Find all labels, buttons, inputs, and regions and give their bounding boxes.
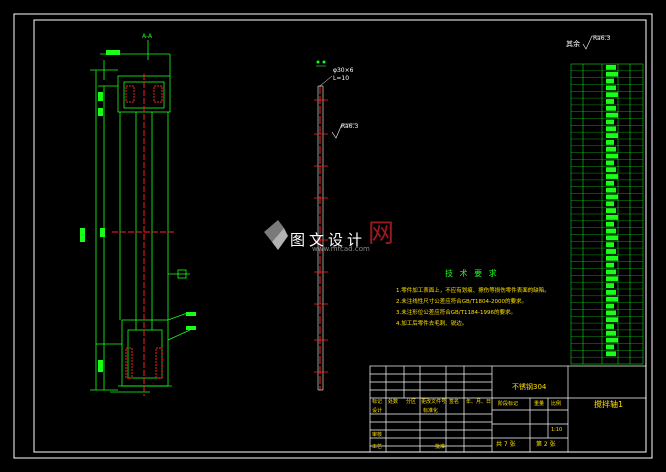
- watermark-logo: 网: [264, 219, 394, 250]
- tech-req-title: 技 术 要 求: [445, 269, 499, 278]
- main-view-labels: [80, 50, 196, 372]
- outer-frame: [13, 13, 653, 459]
- stage-label: 阶段标记: [498, 401, 519, 407]
- table-cell-mark: [606, 119, 614, 125]
- standardization-label: 标准化: [423, 408, 439, 414]
- header-zone: 分区: [406, 399, 417, 405]
- table-cell-mark: [606, 324, 614, 329]
- table-cell-mark: [606, 146, 616, 152]
- header-count: 处数: [388, 399, 399, 405]
- table-cell-mark: [606, 201, 614, 207]
- shaft-view: [314, 60, 356, 391]
- review-label: 审核: [372, 432, 383, 438]
- table-cell-mark: [606, 112, 618, 118]
- table-cell-mark: [606, 174, 618, 179]
- table-cell-mark: [606, 255, 618, 261]
- roughness-value: Ra6.3: [593, 35, 611, 42]
- table-cell-mark: [606, 215, 618, 220]
- scale-label: 比例: [551, 401, 562, 407]
- table-cell-mark: [606, 330, 616, 336]
- material-label: 不锈钢304: [512, 383, 547, 391]
- scale-value: 1:10: [551, 427, 563, 433]
- spline-spec-line1: φ30×6: [333, 67, 354, 74]
- table-cell-mark: [606, 71, 618, 77]
- header-date: 年、月、日: [466, 399, 492, 405]
- table-cell-mark: [606, 92, 618, 98]
- table-cell-mark: [606, 140, 614, 145]
- roughness-symbol: [582, 35, 610, 50]
- svg-text:网: 网: [368, 219, 394, 249]
- tech-req-item-1: 1.零件加工表面上，不应有划痕、擦伤等损伤零件表面的缺陷。: [396, 288, 550, 294]
- header-change-doc: 更改文件号: [421, 399, 447, 405]
- table-cell-mark: [606, 317, 618, 323]
- spline-spec-line2: L=10: [333, 75, 350, 82]
- table-cell-mark: [606, 85, 616, 91]
- main-view: [90, 40, 191, 393]
- table-cell-mark: [606, 133, 618, 138]
- table-cell-mark: [606, 187, 616, 193]
- table-cell-mark: [606, 208, 616, 213]
- table-cell-mark: [606, 153, 618, 159]
- table-cell-mark: [606, 99, 614, 104]
- table-cell-mark: [606, 303, 614, 309]
- table-cell-mark: [606, 228, 616, 234]
- watermark-url: www.mfcad.com: [312, 245, 370, 253]
- table-cell-mark: [606, 269, 616, 275]
- table-cell-mark: [606, 167, 616, 173]
- table-cell-mark: [606, 290, 616, 295]
- table-cell-mark: [606, 160, 614, 166]
- header-mark: 标记: [372, 399, 383, 405]
- process-label: 工艺: [372, 444, 383, 450]
- total-sheets: 共 7 张: [496, 441, 516, 448]
- watermark-text: 图文设计: [290, 231, 367, 249]
- table-cell-mark: [606, 262, 614, 268]
- drawing-name: 搅拌轴1: [594, 400, 624, 409]
- section-label: A-A: [142, 33, 153, 40]
- main-view-section-marks: [112, 74, 176, 396]
- table-cell-mark: [606, 344, 614, 350]
- table-cell-mark: [606, 221, 614, 227]
- table-cell-mark: [606, 180, 614, 186]
- table-cell-mark: [606, 310, 616, 316]
- table-cell-mark: [606, 194, 618, 200]
- inner-frame: [33, 19, 647, 453]
- table-cell-mark: [606, 276, 618, 282]
- table-cell-mark: [606, 296, 618, 302]
- table-cell-mark: [606, 126, 616, 132]
- parts-table-rows: [571, 65, 643, 358]
- tech-req-item-3: 3.未注形位公差应符合GB/T1184-1996的要求。: [396, 310, 516, 316]
- title-block: [369, 365, 647, 453]
- table-cell-mark: [606, 242, 614, 248]
- roughness-label: 其余: [566, 40, 580, 48]
- table-cell-mark: [606, 283, 614, 288]
- table-cell-mark: [606, 235, 618, 241]
- header-signature: 签名: [449, 399, 460, 405]
- approve-label: 批准: [435, 444, 446, 450]
- table-cell-mark: [606, 65, 616, 70]
- sheet-number: 第 2 张: [536, 441, 556, 448]
- weight-label: 重量: [534, 401, 545, 407]
- tech-req-item-4: 4.加工后零件去毛刺、锐边。: [396, 321, 468, 327]
- table-cell-mark: [606, 249, 616, 254]
- design-label: 设计: [372, 408, 383, 414]
- table-cell-mark: [606, 105, 616, 111]
- tech-req-item-2: 2.未注线性尺寸公差应符合GB/T1804-2000的要求。: [396, 299, 527, 305]
- table-cell-mark: [606, 78, 614, 84]
- local-roughness: Ra6.3: [341, 123, 359, 130]
- table-cell-mark: [606, 337, 618, 343]
- table-cell-mark: [606, 351, 616, 357]
